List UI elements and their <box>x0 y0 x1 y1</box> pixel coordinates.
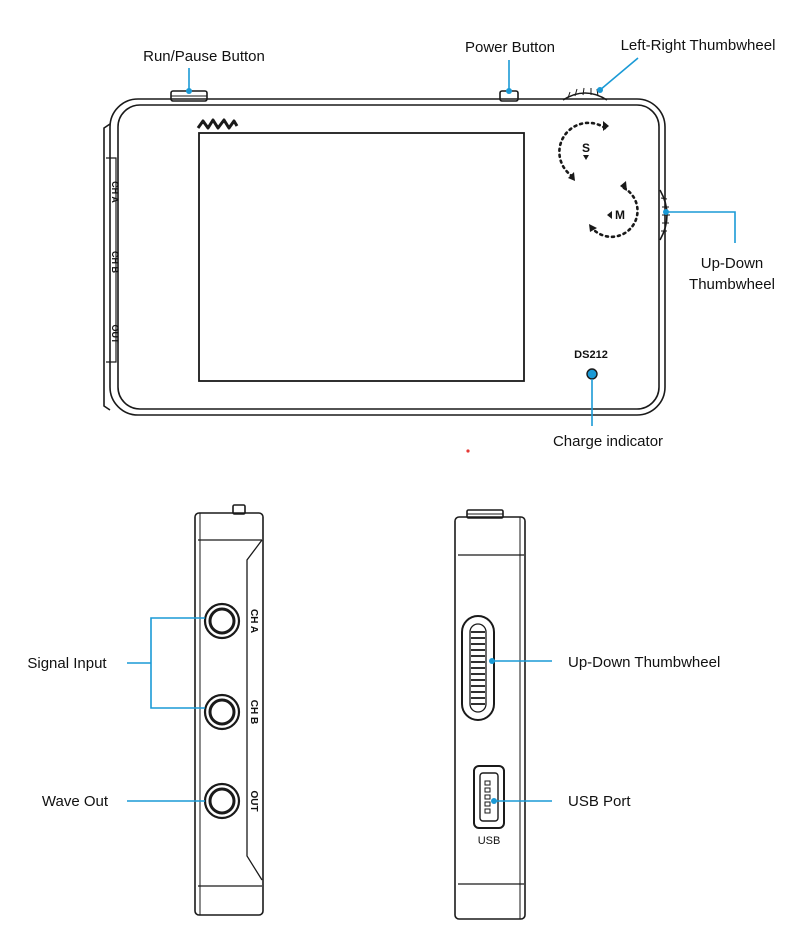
jack-ch-a <box>203 602 241 640</box>
callout-side-up-down-thumbwheel: Up-Down Thumbwheel <box>568 654 720 671</box>
waveform-logo-icon <box>196 118 239 130</box>
port-strip <box>103 123 111 411</box>
callout-charge-indicator: Charge indicator <box>553 433 663 450</box>
left-right-thumbwheel <box>562 92 608 101</box>
front-port-label-ch-b: CH B <box>110 251 120 273</box>
callout-power: Power Button <box>465 39 555 56</box>
right-side-view <box>454 509 526 920</box>
side-port-label-ch-b: CH B <box>248 700 259 724</box>
callout-up-down-thumbwheel-line1: Up-Down <box>701 255 764 272</box>
jack-ch-b <box>203 693 241 731</box>
right-side-body <box>454 516 526 920</box>
s-rotation-icon: S <box>558 121 609 181</box>
callout-up-down-thumbwheel-line2: Thumbwheel <box>689 276 775 293</box>
left-side-body <box>194 512 264 916</box>
callout-wave-out: Wave Out <box>42 793 109 810</box>
side-up-down-thumbwheel <box>461 615 495 721</box>
wheel-mark-m: M <box>615 208 625 222</box>
charge-indicator-led <box>586 368 598 380</box>
front-view <box>103 87 670 416</box>
m-rotation-icon: M <box>589 181 639 239</box>
right-callout-dots <box>489 658 497 804</box>
usb-label: USB <box>478 835 501 847</box>
callout-usb-port: USB Port <box>568 793 631 810</box>
wheel-mark-s: S <box>582 141 590 155</box>
front-port-label-out: OUT <box>110 325 120 345</box>
callout-run-pause: Run/Pause Button <box>143 48 265 65</box>
callout-left-right-thumbwheel: Left-Right Thumbwheel <box>621 37 776 54</box>
left-side-view <box>194 504 264 916</box>
model-label: DS212 <box>574 349 608 361</box>
red-marker-dot <box>466 449 470 453</box>
screen <box>198 132 525 382</box>
callout-signal-input: Signal Input <box>27 655 107 672</box>
left-callout-lines <box>127 617 205 802</box>
left-side-top-button <box>232 504 246 515</box>
device-body <box>109 98 666 416</box>
side-port-label-ch-a: CH A <box>248 609 259 633</box>
thumbwheel-ridges <box>471 631 485 705</box>
front-callout-lines <box>188 57 736 426</box>
front-bezel <box>117 104 660 410</box>
side-port-label-out: OUT <box>248 790 259 811</box>
usb-port <box>473 765 505 829</box>
front-port-label-ch-a: CH A <box>110 181 120 203</box>
front-callout-dots <box>186 87 669 215</box>
right-callout-lines <box>492 660 552 802</box>
